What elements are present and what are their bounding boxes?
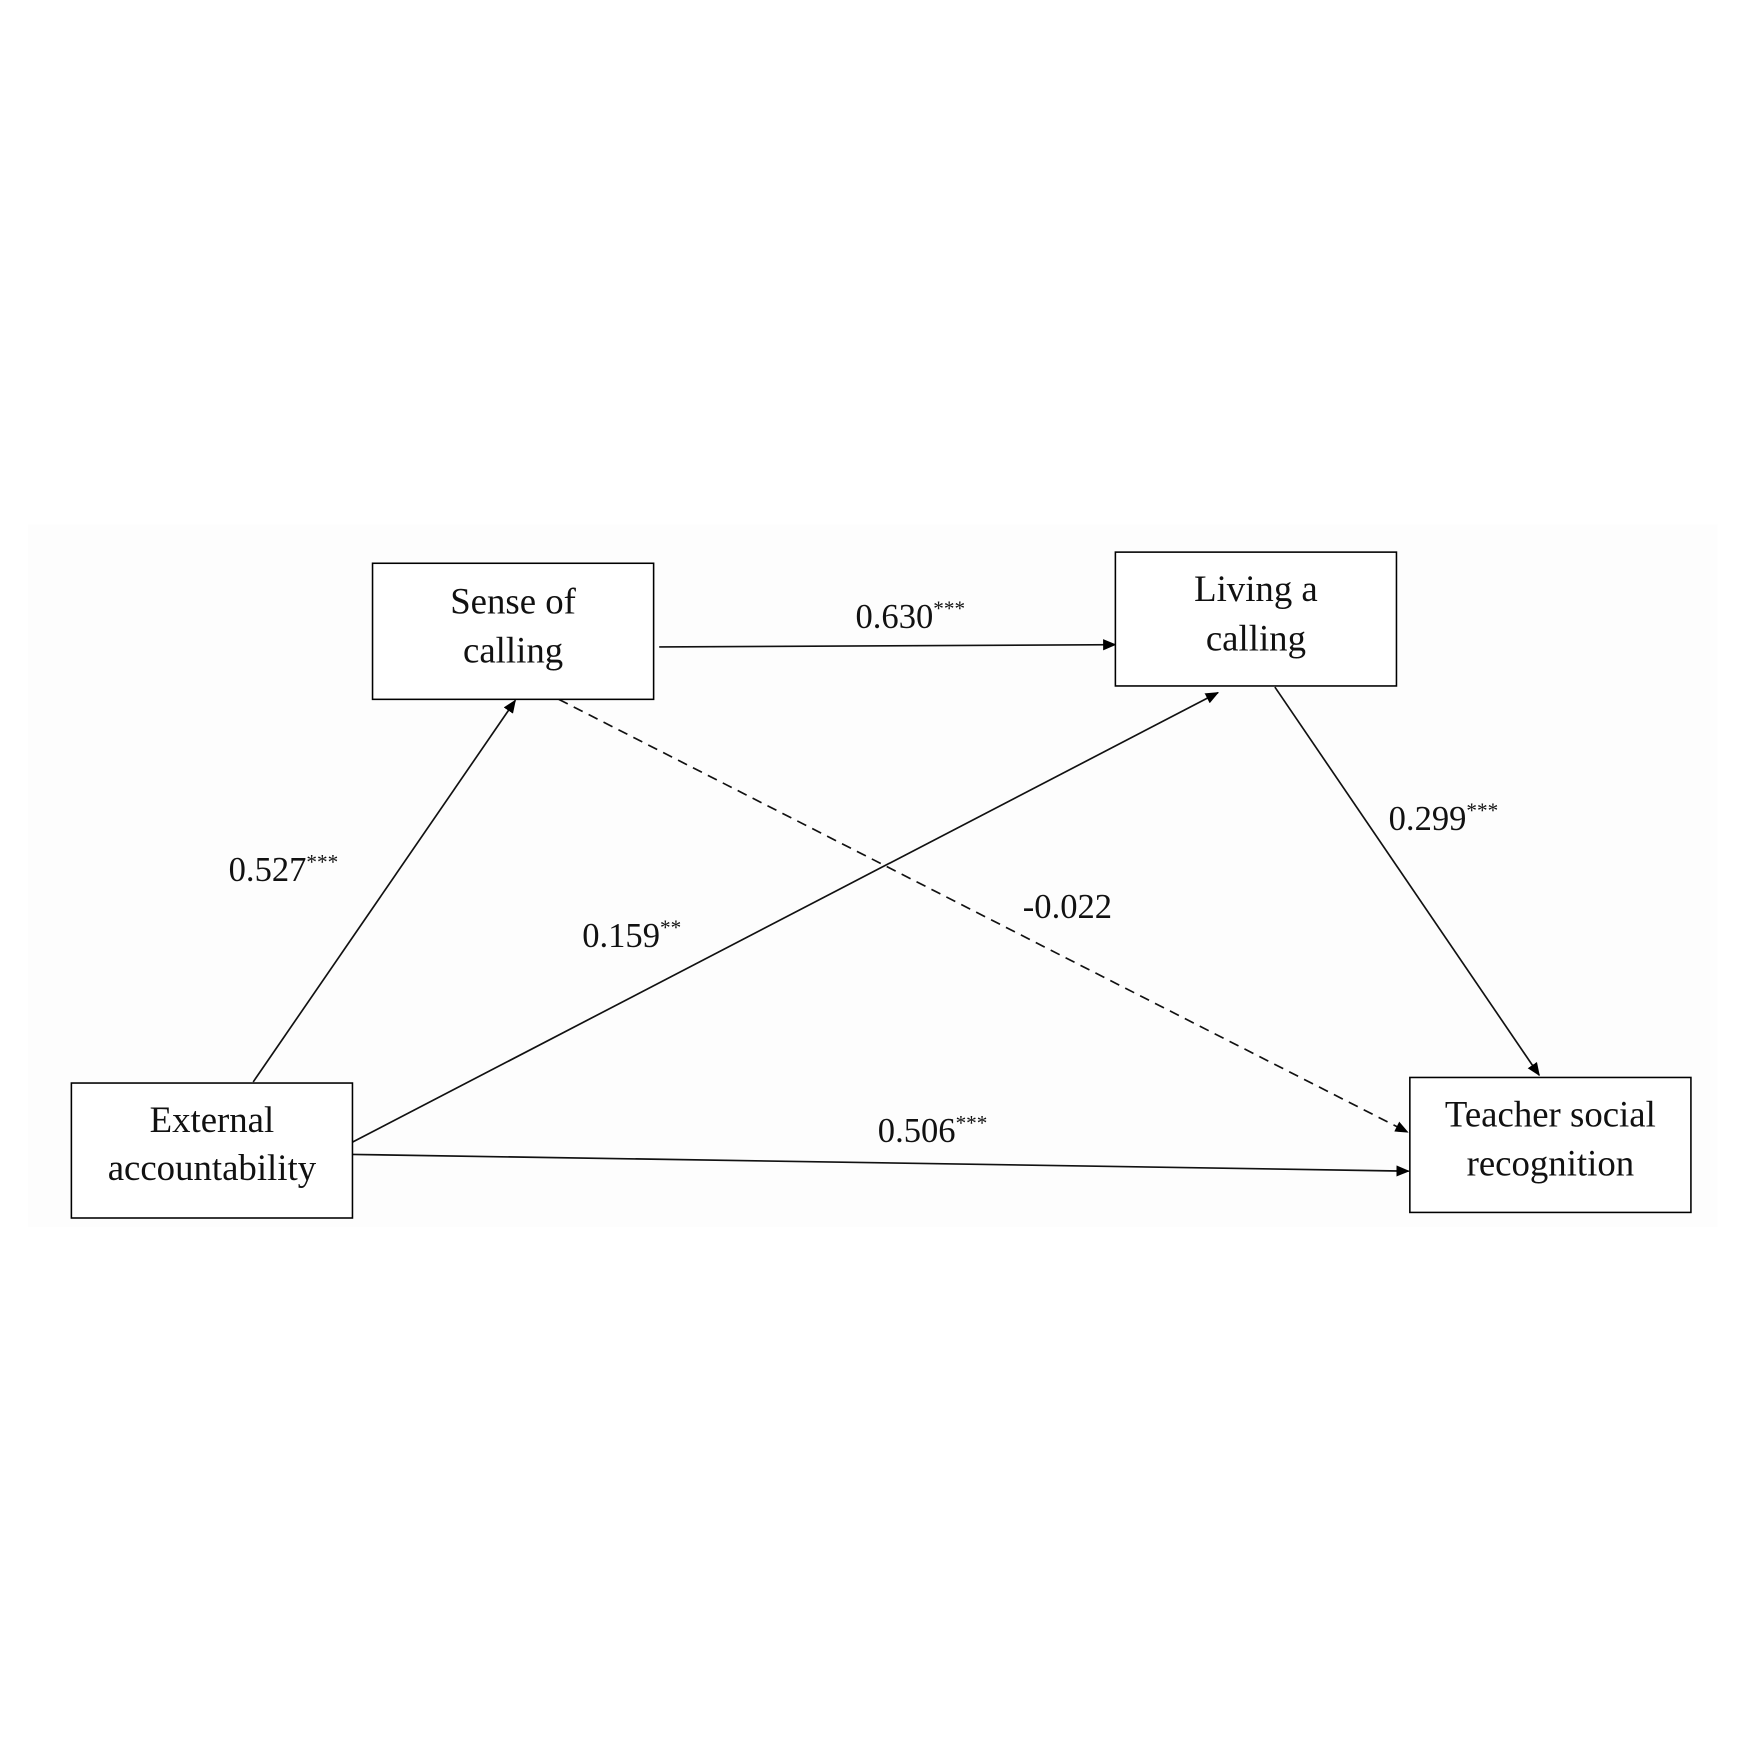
node-label: External xyxy=(150,1099,275,1140)
arrow-sense-to-living xyxy=(659,639,1117,651)
coef-sense-teacher: -0.022 xyxy=(1023,888,1112,926)
arrow-living-to-teacher xyxy=(1274,686,1540,1077)
coef-external-teacher: 0.506*** xyxy=(878,1111,988,1150)
node-teacher-social-recognition: Teacher social recognition xyxy=(1409,1076,1692,1214)
arrow-external-to-living xyxy=(352,691,1219,1143)
node-label: Teacher social xyxy=(1445,1094,1656,1135)
coef-living-teacher: 0.299*** xyxy=(1389,799,1499,838)
node-sense-of-calling: Sense of calling xyxy=(371,562,655,701)
coef-external-sense: 0.527*** xyxy=(229,850,339,889)
node-label: calling xyxy=(1206,617,1306,658)
node-external-accountability: External accountability xyxy=(70,1082,354,1219)
coef-external-living: 0.159** xyxy=(582,916,681,955)
node-label: accountability xyxy=(108,1147,317,1188)
node-label: recognition xyxy=(1467,1143,1635,1184)
node-label: Sense of xyxy=(450,580,576,621)
node-label: calling xyxy=(463,630,563,671)
node-living-a-calling: Living a calling xyxy=(1114,551,1398,687)
coef-sense-living: 0.630*** xyxy=(856,597,966,636)
node-label: Living a xyxy=(1194,568,1318,609)
arrow-external-to-teacher xyxy=(352,1153,1410,1177)
arrow-sense-to-teacher-dashed xyxy=(558,698,1409,1133)
arrow-external-to-sense xyxy=(252,699,516,1083)
